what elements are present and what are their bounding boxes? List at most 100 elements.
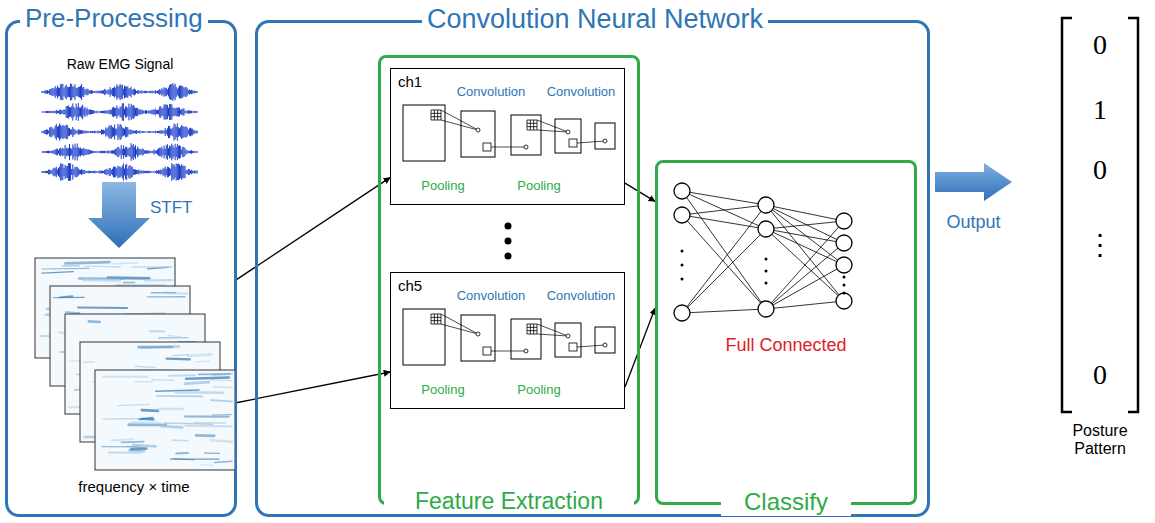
- weight-line: [766, 301, 844, 309]
- emg-trace: [42, 123, 197, 141]
- feature-map: [461, 111, 495, 157]
- ellipsis-dot: [843, 284, 846, 287]
- kernel-grid: [527, 120, 537, 121]
- feature-map: [595, 327, 615, 353]
- spectrogram-streak: [152, 379, 173, 381]
- kernel-grid: [527, 324, 537, 325]
- weight-line: [682, 205, 766, 215]
- spectrogram: [95, 370, 235, 470]
- neuron: [836, 235, 852, 251]
- spectrogram-streak: [66, 312, 80, 313]
- spectrogram-streak: [135, 381, 152, 382]
- weight-line: [766, 229, 844, 243]
- kernel-line: [537, 120, 568, 132]
- kernel-grid: [527, 324, 528, 334]
- kernel-grid: [527, 327, 537, 328]
- spectrogram-stack: [33, 250, 235, 505]
- ellipsis-dot: [765, 258, 768, 261]
- ellipsis-dot: [681, 278, 684, 281]
- group-box: Feature Extractionch1ConvolutionConvolut…: [378, 55, 640, 505]
- spectrogram-streak: [157, 395, 203, 397]
- spectrogram-streak: [196, 361, 209, 362]
- spectrogram-streak: [138, 346, 172, 349]
- weight-line: [682, 215, 766, 309]
- kernel-grid: [431, 320, 441, 321]
- kernel-grid: [437, 314, 438, 324]
- neuron: [758, 301, 774, 317]
- channel-label: Convolution: [541, 289, 621, 304]
- kernel-output: [566, 130, 570, 134]
- ellipsis-dots: [505, 223, 512, 260]
- kernel-grid: [530, 324, 531, 334]
- kernel-grid: [431, 324, 441, 325]
- spectrogram-streak: [188, 354, 211, 355]
- spectrogram-streak: [42, 272, 73, 273]
- output-arrow: [935, 163, 1012, 201]
- weight-line: [766, 265, 844, 309]
- weight-line: [682, 191, 766, 309]
- kernel-grid: [437, 110, 438, 120]
- spectrogram-streak: [83, 279, 119, 282]
- spectrogram-streak: [53, 297, 84, 298]
- kernel-grid: [533, 324, 534, 334]
- spectrogram-streak: [150, 330, 164, 332]
- spectrogram-streak: [196, 434, 214, 437]
- emg-trace: [42, 103, 197, 121]
- spectrogram-streak: [211, 440, 232, 441]
- node-label: 0: [1080, 29, 1120, 61]
- spectrogram-streak: [157, 408, 182, 410]
- ellipsis-dot: [681, 250, 684, 253]
- annotation-label: Raw EMG Signal: [20, 56, 220, 72]
- kernel-grid: [431, 113, 441, 114]
- node-label: 1: [1080, 94, 1120, 126]
- feature-map: [595, 123, 615, 149]
- kernel-output: [476, 128, 480, 132]
- kernel-grid: [537, 120, 538, 130]
- node-label: Feature Extraction: [384, 488, 634, 514]
- spectrogram-streak: [109, 452, 141, 454]
- pool-window: [483, 347, 491, 355]
- spectrogram-streak: [214, 386, 232, 389]
- feature-map: [555, 323, 581, 357]
- spectrogram-streak: [112, 439, 134, 440]
- channel-label: Pooling: [408, 383, 478, 398]
- spectrogram-streak: [210, 379, 232, 381]
- spectrogram-streak: [176, 391, 223, 394]
- weight-line: [766, 205, 844, 265]
- spectrogram-streak: [103, 376, 148, 378]
- spectrogram-streak: [174, 459, 194, 460]
- kernel-grid: [431, 116, 441, 117]
- spectrogram-streak: [135, 366, 155, 367]
- spectrogram-streak: [148, 296, 185, 297]
- spectrogram-streak: [214, 461, 232, 462]
- emg-trace: [42, 163, 197, 181]
- kernel-grid: [434, 110, 435, 120]
- feature-map: [511, 319, 541, 359]
- spectrogram-streak: [60, 296, 73, 297]
- kernel-output: [476, 332, 480, 336]
- emg-trace: [42, 83, 197, 101]
- pool-line: [491, 147, 526, 148]
- kernel-grid: [527, 120, 528, 130]
- neuron: [758, 221, 774, 237]
- kernel-grid: [434, 314, 435, 324]
- group-box: Pre-Processingfrequency × time: [5, 20, 237, 517]
- spectrogram-streak: [133, 445, 155, 446]
- ellipsis-dot: [843, 292, 846, 295]
- node-label: Posture Pattern: [1050, 422, 1150, 459]
- neuron: [758, 197, 774, 213]
- channel-box: ch5ConvolutionConvolutionPoolingPooling: [390, 272, 625, 409]
- kernel-line: [441, 110, 478, 130]
- spectrogram-streak: [194, 422, 226, 424]
- kernel-line: [441, 324, 478, 334]
- spectrogram-streak: [111, 263, 137, 264]
- node-label: Convolution Neural Network: [422, 4, 768, 35]
- connector: [625, 183, 655, 201]
- vector-brackets: [1012, 12, 1152, 482]
- spectrogram-streak: [170, 458, 219, 459]
- node-label: Pre-Processing: [20, 4, 208, 34]
- neuron: [674, 305, 690, 321]
- kernel-grid: [431, 314, 441, 315]
- feature-map: [403, 309, 445, 365]
- spectrogram-streak: [84, 361, 95, 363]
